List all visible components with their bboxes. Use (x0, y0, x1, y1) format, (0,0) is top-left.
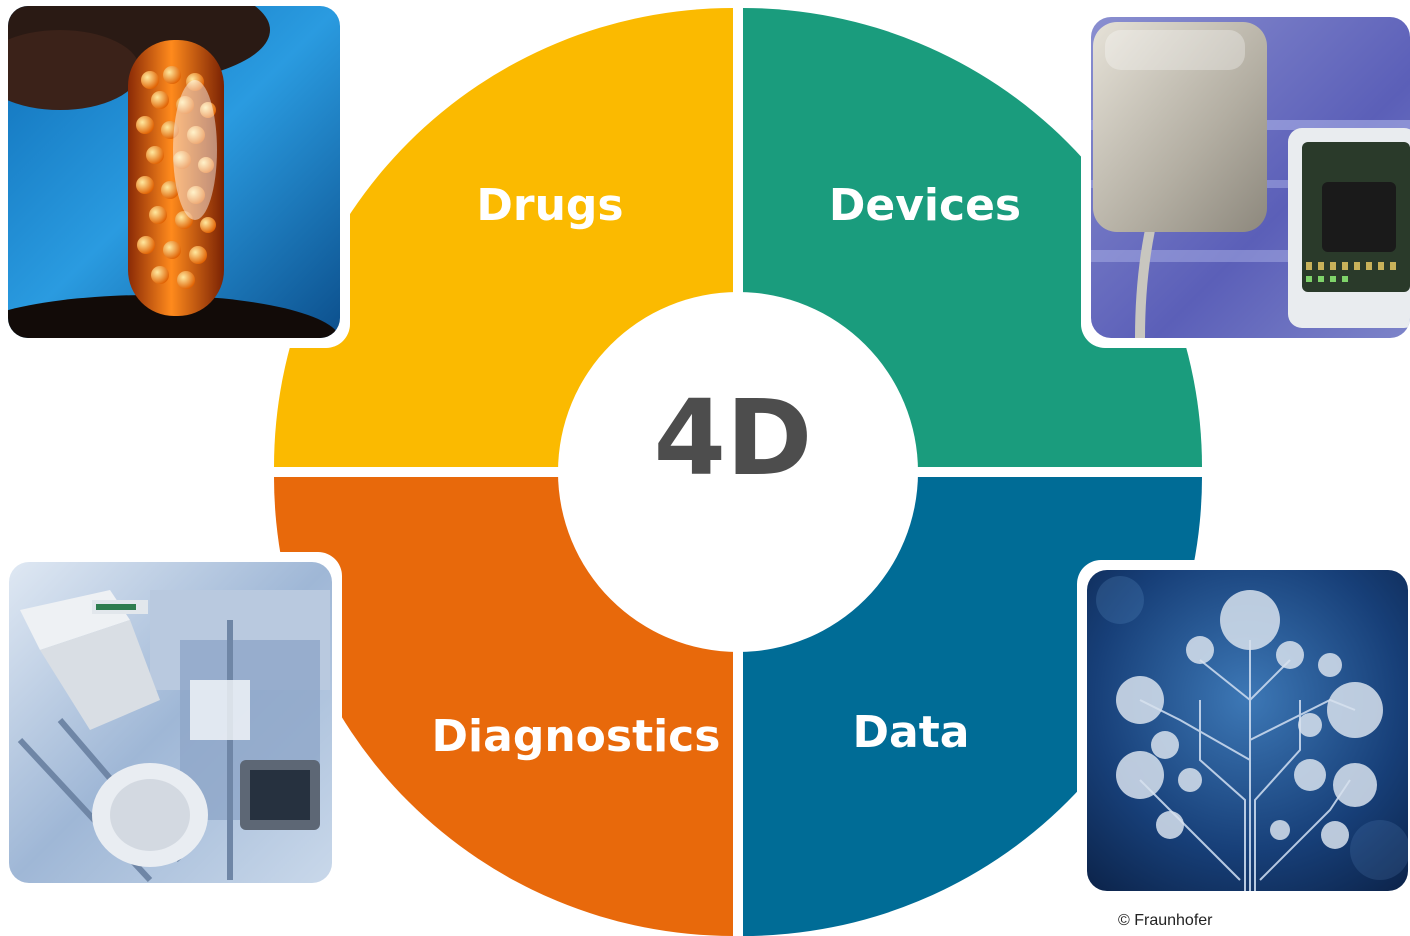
photo-devices-implant (1091, 17, 1410, 338)
photo-drugs-capsule (8, 6, 340, 338)
copyright-notice: © Fraunhofer (1118, 912, 1213, 929)
center-4d-label: 4D (654, 377, 813, 499)
label-drugs: Drugs (476, 180, 623, 231)
center-hub (558, 292, 918, 652)
label-data: Data (853, 707, 970, 758)
photo-diagnostics-lab-robot (9, 562, 332, 883)
label-devices: Devices (829, 180, 1021, 231)
label-diagnostics: Diagnostics (432, 711, 721, 762)
photo-data-digital-tree (1087, 570, 1408, 891)
